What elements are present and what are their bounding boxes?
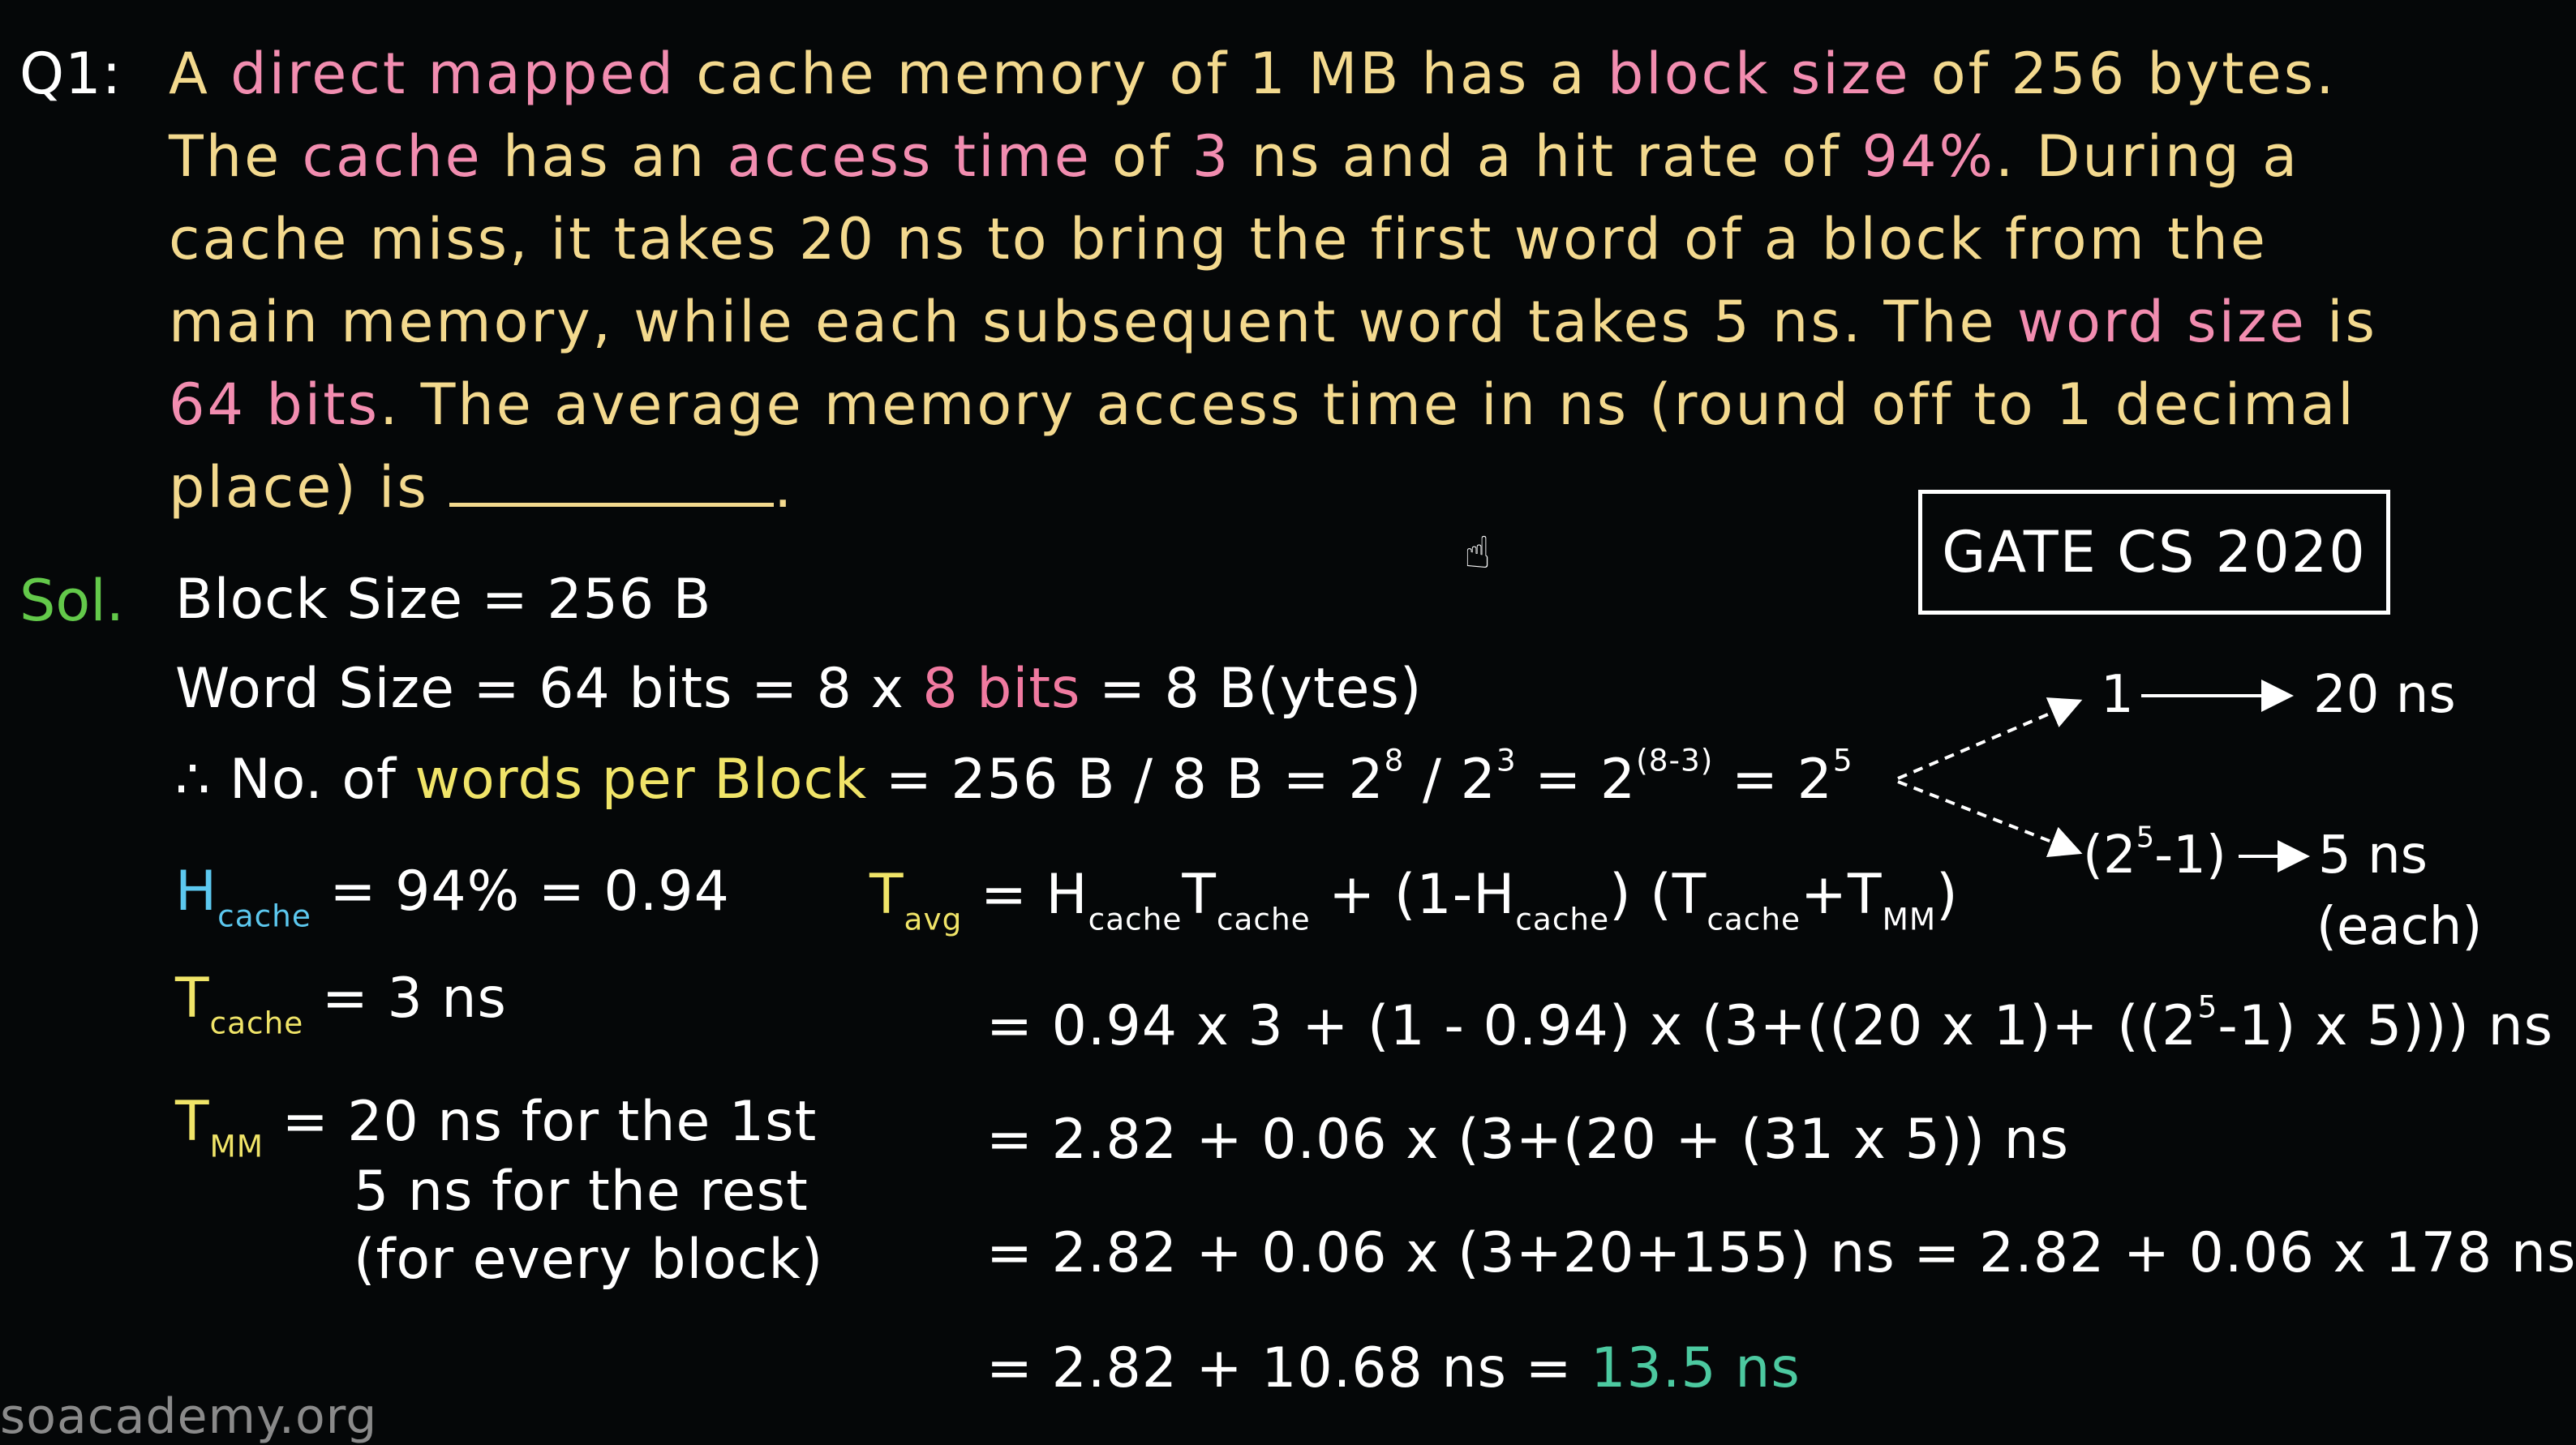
dashed-arrow-bottom (1897, 780, 2083, 857)
calc-step-4: = 2.82 + 10.68 ns = 13.5 ns (986, 1336, 1801, 1400)
exponent: 5 (2197, 988, 2218, 1025)
final-answer: 13.5 ns (1591, 1336, 1801, 1400)
text: +T (1801, 863, 1883, 927)
t-mm-def: TMM = 20 ns for the 1st (175, 1090, 818, 1161)
question-line-6: place) is . (169, 454, 794, 521)
exponent: (8-3) (1636, 742, 1714, 778)
hand-cursor-icon: ☝ (1464, 527, 1491, 578)
subscript: cache (1216, 901, 1311, 937)
slide: Q1: A direct mapped cache memory of 1 MB… (0, 41, 2575, 1445)
highlight: 3 (1191, 123, 1231, 190)
calc-step-2: = 2.82 + 0.06 x (3+(20 + (31 x 5)) ns (986, 1108, 2070, 1172)
question-line-2: The cache has an access time of 3 ns and… (169, 123, 2299, 190)
symbol: T (869, 863, 904, 927)
text: = 2 (1713, 748, 1833, 812)
word-size-line: Word Size = 64 bits = 8 x 8 bits = 8 B(y… (175, 657, 1422, 721)
highlight: direct mapped (230, 41, 676, 107)
question-line-5: 64 bits. The average memory access time … (169, 371, 2356, 438)
highlight: 94% (1861, 123, 1996, 190)
h-cache-def: Hcache = 94% = 0.94 (175, 860, 730, 931)
text: ∴ No. of (175, 748, 415, 812)
subscript: MM (1882, 901, 1937, 937)
branch-arrows (1897, 680, 2310, 873)
exponent: 5 (2136, 821, 2155, 855)
text: -1) (2154, 825, 2226, 885)
question-line-4: main memory, while each subsequent word … (169, 289, 2377, 355)
solution-label: Sol. (19, 568, 124, 634)
highlight: cache (302, 123, 483, 190)
text: . The average memory access time in ns (… (380, 371, 2356, 438)
text: Word Size = 64 bits = 8 x (175, 657, 923, 721)
text: main memory, while each subsequent word … (169, 289, 2017, 355)
watermark: soacademy.org (0, 1388, 378, 1445)
text: = 256 B / 8 B = 2 (867, 748, 1385, 812)
text: The (169, 123, 303, 190)
exponent: 8 (1384, 742, 1405, 778)
question-line-3: cache miss, it takes 20 ns to bring the … (169, 206, 2268, 272)
text: = 94% = 0.94 (311, 860, 730, 924)
text: + (1-H (1310, 863, 1516, 927)
calc-step-1: = 0.94 x 3 + (1 - 0.94) x (3+((20 x 1)+ … (986, 992, 2554, 1058)
subscript: cache (1088, 901, 1183, 937)
exam-badge: GATE CS 2020 (1918, 490, 2390, 615)
question-line-1: A direct mapped cache memory of 1 MB has… (169, 41, 2336, 107)
symbol: H (175, 860, 218, 924)
highlight: words per Block (414, 748, 868, 812)
exponent: 3 (1496, 742, 1517, 778)
text: = 2.82 + 10.68 ns = (986, 1336, 1591, 1400)
text: -1) x 5))) ns (2218, 994, 2554, 1058)
text: = 8 B(ytes) (1080, 657, 1423, 721)
text: = 0.94 x 3 + (1 - 0.94) x (3+((20 x 1)+ … (986, 994, 2198, 1058)
text: (2 (2083, 825, 2136, 885)
calc-step-3: = 2.82 + 0.06 x (3+20+155) ns = 2.82 + 0… (986, 1221, 2576, 1285)
exponent: 5 (1832, 742, 1853, 778)
t-avg-formula: Tavg = HcacheTcache + (1-Hcache) (Tcache… (869, 863, 1959, 934)
text: ns and a hit rate of (1230, 123, 1862, 190)
question-label: Q1: (19, 41, 122, 107)
text: = 2 (1516, 748, 1637, 812)
text: has an (482, 123, 728, 190)
text: of 256 bytes. (1910, 41, 2337, 107)
text: = 3 ns (303, 967, 507, 1031)
words-per-block-line: ∴ No. of words per Block = 256 B / 8 B =… (175, 745, 1853, 812)
highlight: word size (2016, 289, 2307, 355)
branch-bottom-right: 5 ns (2318, 825, 2428, 885)
branch-top-left: 1 (2101, 665, 2134, 725)
text: / 2 (1404, 748, 1496, 812)
highlight: 8 bits (922, 657, 1081, 721)
highlight: access time (727, 123, 1092, 190)
subscript: cache (209, 1005, 304, 1041)
symbol: T (175, 1090, 210, 1154)
dashed-arrow-top (1897, 697, 2083, 780)
text: cache memory of 1 MB has a (675, 41, 1608, 107)
subscript: cache (217, 898, 311, 934)
text: of (1091, 123, 1192, 190)
t-mm-line3: (for every block) (354, 1228, 824, 1292)
branch-bottom-note: (each) (2316, 897, 2483, 957)
branch-top-right: 20 ns (2313, 665, 2456, 725)
text: place) is (169, 454, 450, 521)
t-cache-def: Tcache = 3 ns (175, 967, 507, 1038)
text: ) (T (1609, 863, 1707, 927)
subscript: avg (904, 901, 963, 937)
text: ) (1936, 863, 1959, 927)
subscript: cache (1707, 901, 1801, 937)
text: . During a (1995, 123, 2299, 190)
highlight: block size (1607, 41, 1911, 107)
text: . (774, 454, 795, 521)
subscript: MM (209, 1128, 264, 1164)
branch-bottom-left: (25-1) (2083, 823, 2226, 885)
text: A (169, 41, 231, 107)
symbol: T (175, 967, 210, 1031)
t-mm-line2: 5 ns for the rest (354, 1160, 809, 1224)
highlight: 64 bits (169, 371, 380, 438)
text: is (2306, 289, 2378, 355)
answer-blank (449, 495, 775, 507)
text: = H (962, 863, 1088, 927)
subscript: cache (1515, 901, 1610, 937)
text: T (1182, 863, 1217, 927)
text: = 20 ns for the 1st (264, 1090, 818, 1154)
block-size-line: Block Size = 256 B (175, 568, 712, 632)
